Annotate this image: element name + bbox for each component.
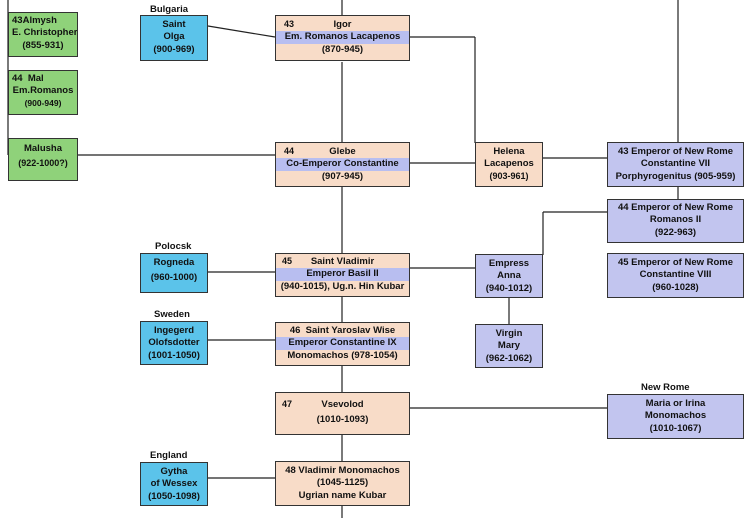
person-name: Gytha bbox=[160, 466, 188, 477]
person-surname: Monomachos bbox=[644, 410, 707, 422]
generation-number: 45 bbox=[617, 257, 629, 268]
person-name: Igor bbox=[333, 19, 352, 30]
person-surname: of Wessex bbox=[150, 478, 198, 490]
region-label-polocsk: Polocsk bbox=[155, 241, 192, 252]
person-dates: (1050-1098) bbox=[148, 490, 200, 502]
person-name: Saint Yaroslav Wise bbox=[305, 325, 396, 336]
generation-number: 47 bbox=[282, 399, 293, 409]
person-title: Emperor of New Rome bbox=[631, 202, 734, 213]
person-title: Saint bbox=[162, 19, 186, 30]
person-name: Saint Vladimir bbox=[310, 256, 375, 267]
generation-number: 44 bbox=[12, 73, 23, 84]
person-box-olga: Saint Olga (900-969) bbox=[140, 15, 208, 61]
person-name: Helena bbox=[493, 146, 525, 157]
person-name: Romanos II bbox=[649, 214, 702, 226]
person-dates: (907-945) bbox=[321, 170, 364, 182]
person-box-vsevolod: 47 Vsevolod (1010-1093) bbox=[275, 392, 410, 435]
person-box-rogneda: Rogneda (960-1000) bbox=[140, 253, 208, 293]
person-surname: Olofsdotter bbox=[148, 337, 200, 349]
person-box-vladimir: 45 Saint Vladimir Emperor Basil II (940-… bbox=[275, 253, 410, 297]
person-dates: Monomachos (978-1054) bbox=[287, 349, 398, 361]
person-name: Constantine VIII bbox=[639, 269, 712, 281]
person-surname: Lacapenos bbox=[484, 158, 534, 170]
person-dates: (1045-1125) bbox=[316, 477, 369, 489]
person-box-ingegerd: Ingegerd Olofsdotter (1001-1050) bbox=[140, 321, 208, 365]
person-box-malusha: Malusha (922-1000?) bbox=[8, 138, 78, 181]
person-dates: (1010-1093) bbox=[316, 414, 369, 426]
person-name: Malusha bbox=[23, 143, 62, 154]
person-name: Anna bbox=[497, 270, 521, 282]
person-dates: (903-961) bbox=[489, 170, 529, 181]
person-title: Virgin bbox=[495, 328, 523, 339]
generation-number: 44 bbox=[617, 202, 629, 213]
person-name: Vsevolod bbox=[321, 399, 364, 410]
person-name: Ingegerd bbox=[153, 325, 195, 336]
person-box-igor: 43 Igor Em. Romanos Lacapenos (870-945) bbox=[275, 15, 410, 61]
person-dates: Porphyrogenitus (905-959) bbox=[615, 170, 736, 182]
person-box-constantine-vii: 43 Emperor of New Rome Constantine VII P… bbox=[607, 142, 744, 187]
person-dates: (960-1028) bbox=[652, 281, 699, 293]
person-box-mary: Virgin Mary (962-1062) bbox=[475, 324, 543, 368]
generation-number: 43 bbox=[284, 19, 295, 29]
person-title: Em.Romanos bbox=[12, 85, 74, 97]
person-box-anna: Empress Anna (940-1012) bbox=[475, 254, 543, 298]
generation-number: 43 bbox=[617, 146, 629, 157]
person-box-glebe: 44 Glebe Co-Emperor Constantine (907-945… bbox=[275, 142, 410, 187]
person-dates: (960-1000) bbox=[150, 272, 198, 284]
person-title: Empress bbox=[488, 258, 530, 269]
person-name: Constantine VII bbox=[640, 158, 711, 170]
person-title: Co-Emperor Constantine bbox=[276, 158, 409, 171]
person-name: Rogneda bbox=[153, 257, 195, 268]
person-dates: (922-963) bbox=[654, 226, 697, 238]
person-title: Emperor Basil II bbox=[276, 268, 409, 281]
person-dates: (855-931) bbox=[22, 39, 64, 51]
person-box-romanos-ii: 44 Emperor of New Rome Romanos II (922-9… bbox=[607, 199, 744, 243]
person-box-almysh: 43Almysh E. Christopher (855-931) bbox=[8, 12, 78, 57]
person-dates: (922-1000?) bbox=[18, 158, 68, 169]
person-box-mal: 44 Mal Em.Romanos (900-949) bbox=[8, 70, 78, 115]
person-name: Glebe bbox=[329, 146, 356, 157]
person-title: Emperor of New Rome bbox=[631, 257, 734, 268]
region-label-new-rome: New Rome bbox=[641, 382, 690, 393]
person-name: Maria or Irina bbox=[645, 398, 706, 409]
person-box-yaroslav: 46 Saint Yaroslav Wise Emperor Constanti… bbox=[275, 322, 410, 366]
person-title: Emperor of New Rome bbox=[631, 146, 734, 157]
person-title: Ugrian name Kubar bbox=[298, 489, 387, 501]
person-box-vladimir-monomachos: 48 Vladimir Monomachos (1045-1125) Ugria… bbox=[275, 461, 410, 506]
generation-number: 45 bbox=[282, 256, 293, 266]
person-title: Emperor Constantine IX bbox=[276, 337, 409, 350]
person-title: E. Christopher bbox=[12, 27, 78, 39]
person-box-helena: Helena Lacapenos (903-961) bbox=[475, 142, 543, 187]
person-dates: (962-1062) bbox=[485, 352, 533, 364]
person-dates: (1010-1067) bbox=[649, 422, 702, 434]
region-label-bulgaria: Bulgaria bbox=[150, 4, 189, 15]
person-name: Almysh bbox=[22, 15, 57, 26]
person-dates: (870-945) bbox=[321, 43, 364, 55]
person-dates: (940-1012) bbox=[485, 282, 533, 294]
person-dates: (900-969) bbox=[153, 43, 195, 55]
region-label-england: England bbox=[150, 450, 188, 461]
person-name: Mary bbox=[497, 340, 521, 352]
generation-number: 46 bbox=[289, 325, 301, 336]
region-label-sweden: Sweden bbox=[154, 309, 190, 320]
person-dates: (940-1015), Ug.n. Hin Kubar bbox=[280, 280, 405, 292]
person-dates: (900-949) bbox=[24, 97, 62, 108]
person-box-constantine-viii: 45 Emperor of New Rome Constantine VIII … bbox=[607, 253, 744, 298]
person-dates: (1001-1050) bbox=[148, 349, 200, 361]
person-box-gytha: Gytha of Wessex (1050-1098) bbox=[140, 462, 208, 506]
person-box-maria: Maria or Irina Monomachos (1010-1067) bbox=[607, 394, 744, 439]
person-name: Olga bbox=[163, 31, 185, 43]
generation-number: 44 bbox=[284, 146, 295, 156]
person-name: Vladimir Monomachos bbox=[298, 465, 400, 476]
person-title: Em. Romanos Lacapenos bbox=[276, 31, 409, 44]
person-name: Mal bbox=[27, 73, 44, 84]
generation-number: 43 bbox=[12, 15, 23, 26]
generation-number: 48 bbox=[285, 465, 296, 476]
